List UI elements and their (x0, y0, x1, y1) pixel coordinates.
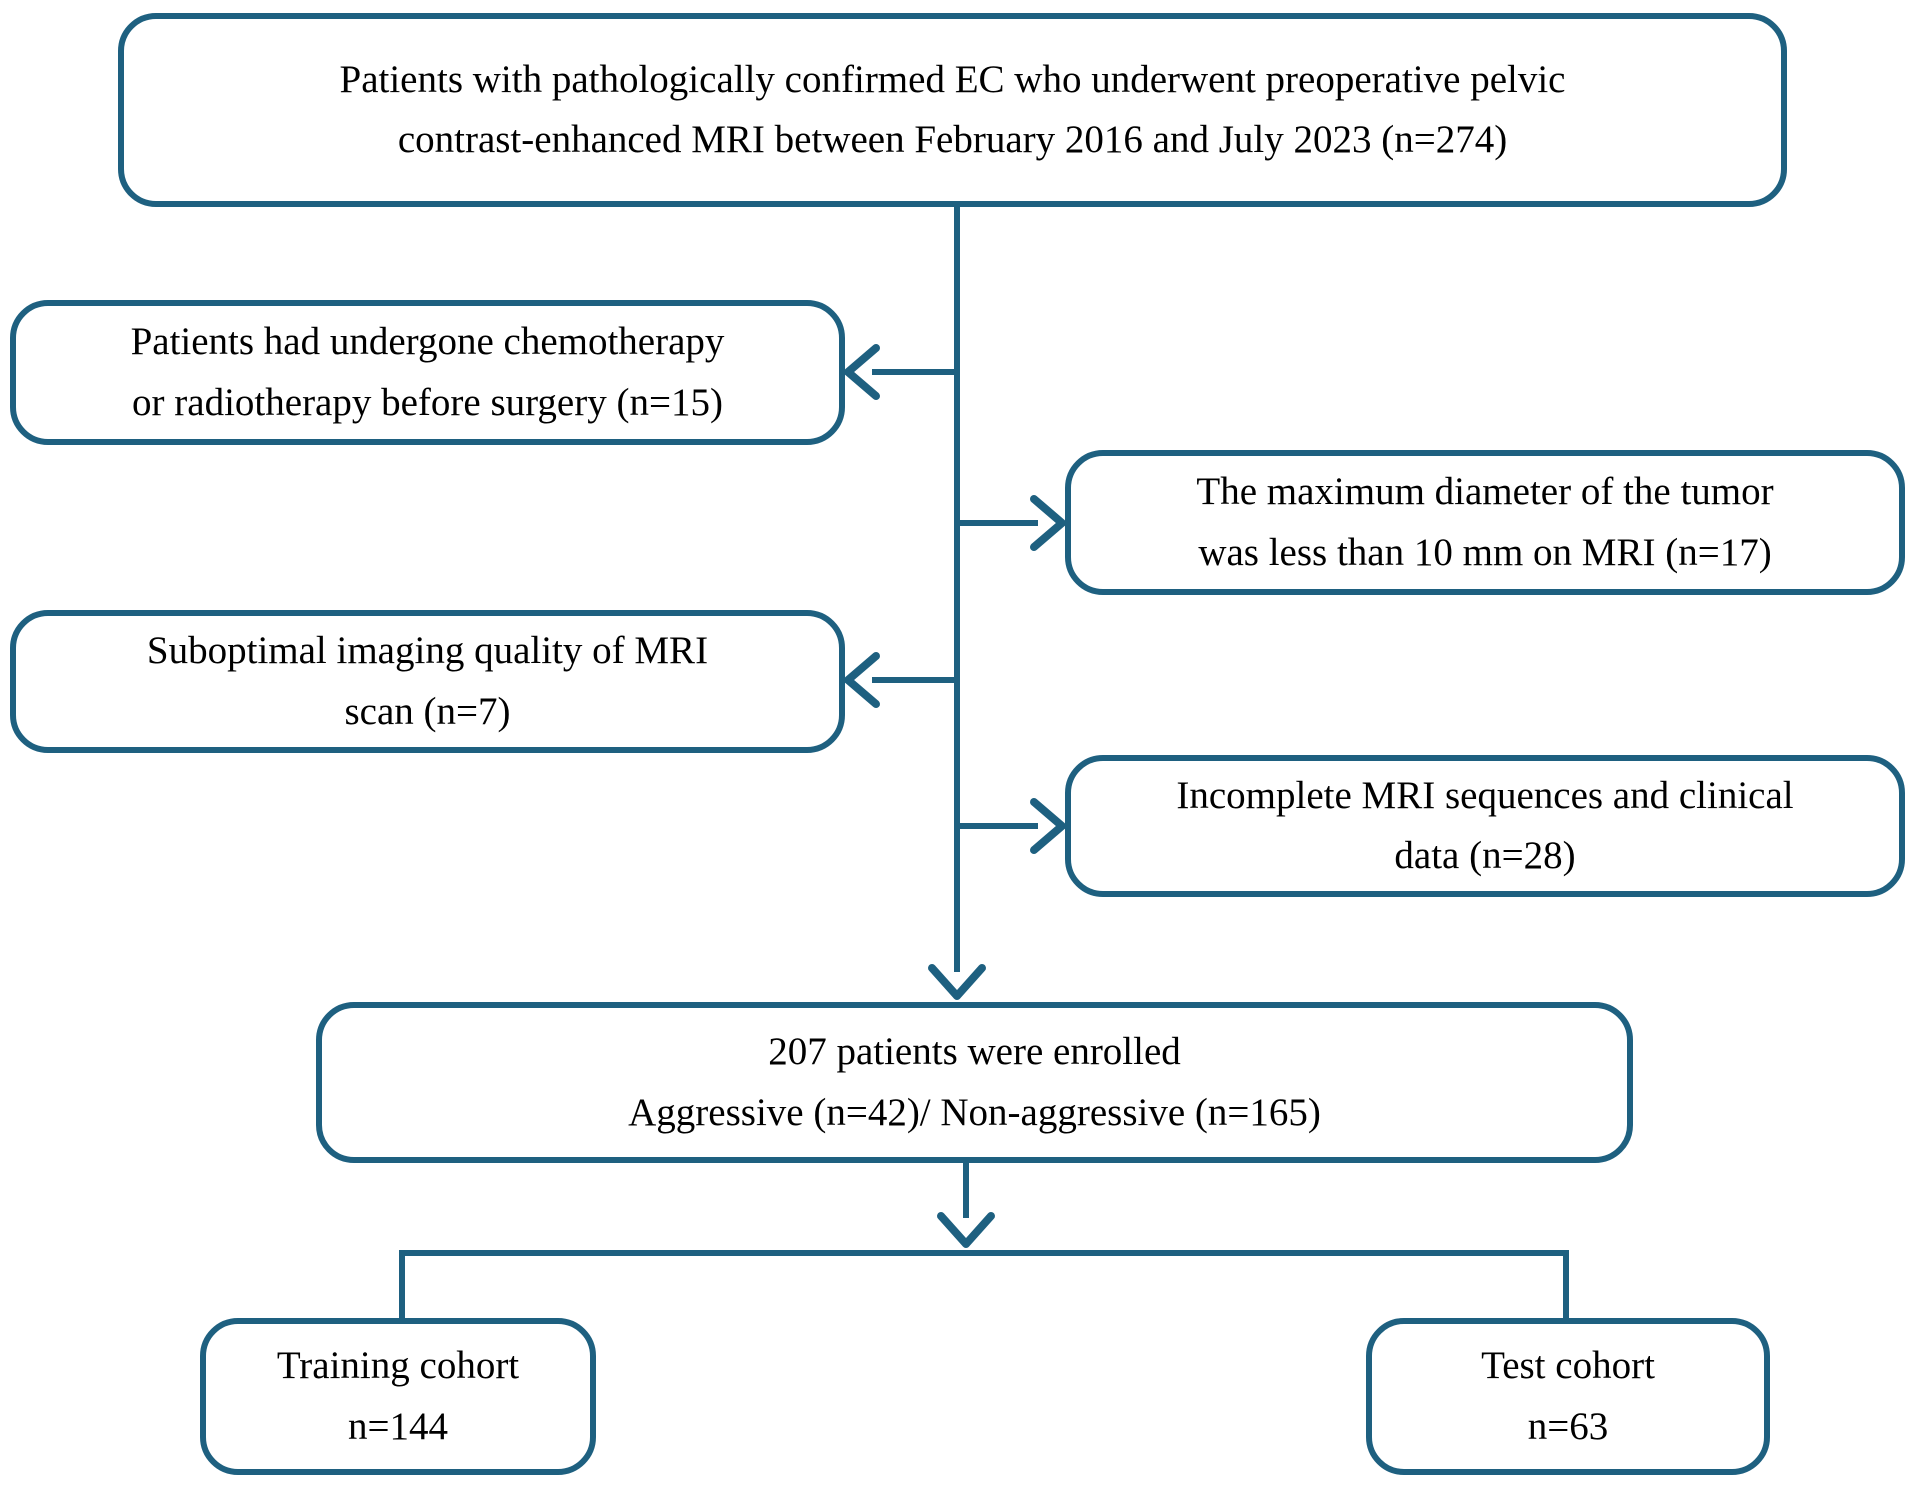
node-text-line: was less than 10 mm on MRI (n=17) (1198, 530, 1772, 574)
arrowhead-right-icon (1030, 495, 1066, 551)
node-text-line: Test cohort (1481, 1344, 1655, 1388)
node-text-line: The maximum diameter of the tumor (1196, 470, 1774, 514)
trunk-arrow-down (928, 205, 986, 1000)
node-enrolled-patients: 207 patients were enrolled Aggressive (n… (316, 1002, 1633, 1163)
split-connector (399, 1250, 1569, 1321)
node-text-line: or radiotherapy before surgery (n=15) (132, 380, 723, 424)
node-text-line: Patients with pathologically confirmed E… (339, 57, 1566, 101)
arrowhead-right-icon (1030, 798, 1066, 854)
branch-arrow-right-2 (957, 798, 1066, 854)
node-excluded-chemo-radiotherapy: Patients had undergone chemotherapy or r… (10, 300, 845, 445)
node-excluded-tumor-diameter: The maximum diameter of the tumor was le… (1065, 450, 1905, 595)
node-text-line: n=63 (1527, 1404, 1609, 1448)
arrowhead-down-icon (928, 964, 986, 1000)
branch-arrow-left-2 (844, 652, 957, 708)
branch-arrow-right-1 (957, 495, 1066, 551)
node-training-cohort: Training cohort n=144 (200, 1318, 596, 1475)
node-test-cohort: Test cohort n=63 (1366, 1318, 1770, 1475)
node-text-line: n=144 (348, 1404, 448, 1448)
node-text-line: Aggressive (n=42)/ Non-aggressive (n=165… (628, 1090, 1321, 1134)
node-text-line: Patients had undergone chemotherapy (130, 320, 725, 364)
branch-arrow-left-1 (844, 344, 957, 400)
node-text-line: Suboptimal imaging quality of MRI (146, 629, 709, 673)
node-excluded-incomplete-data: Incomplete MRI sequences and clinical da… (1065, 755, 1905, 897)
node-text-line: data (n=28) (1394, 834, 1576, 877)
node-text-line: 207 patients were enrolled (768, 1030, 1181, 1074)
arrowhead-down-icon (937, 1212, 995, 1248)
arrowhead-left-icon (844, 344, 880, 400)
split-arrow-down (937, 1163, 995, 1248)
node-text-line: Incomplete MRI sequences and clinical (1176, 773, 1794, 817)
node-initial-patients: Patients with pathologically confirmed E… (118, 13, 1787, 207)
node-text-line: Training cohort (276, 1344, 520, 1388)
node-excluded-imaging-quality: Suboptimal imaging quality of MRI scan (… (10, 610, 845, 753)
node-text-line: scan (n=7) (344, 689, 511, 733)
node-text-line: contrast-enhanced MRI between February 2… (397, 118, 1508, 161)
arrowhead-left-icon (844, 652, 880, 708)
